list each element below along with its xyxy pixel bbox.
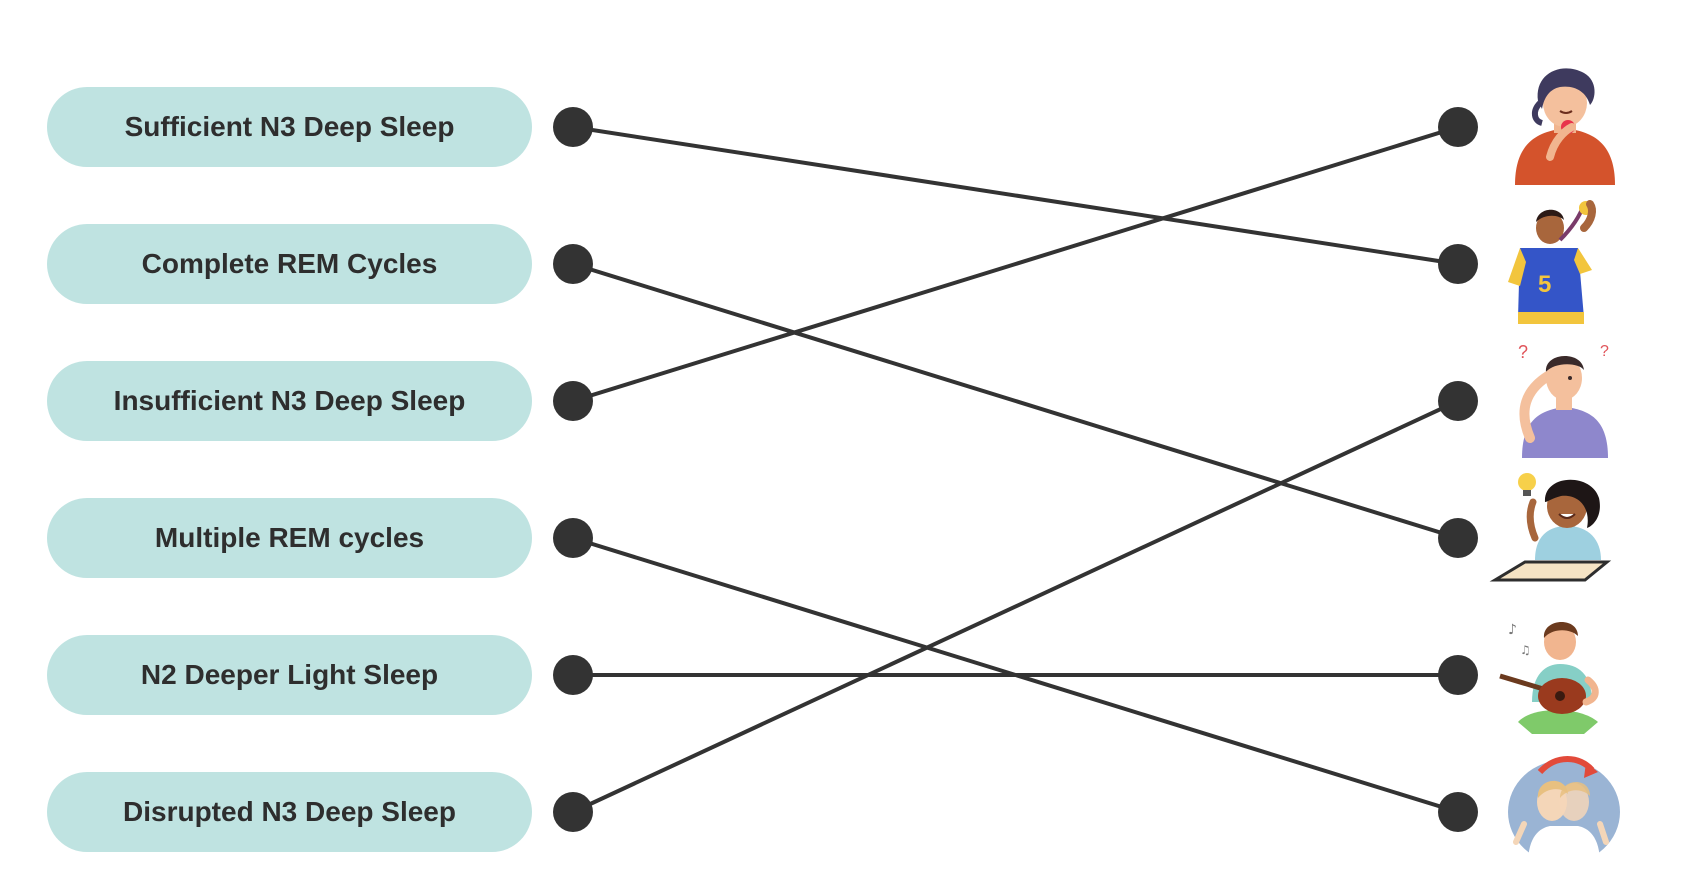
connector-dots xyxy=(553,107,1478,832)
connector-line-0 xyxy=(572,125,1459,266)
label-text: Insufficient N3 Deep Sleep xyxy=(113,385,466,416)
left-dot-5 xyxy=(553,792,593,832)
boy-playing-guitar-icon: ♪ ♫ xyxy=(1499,621,1599,734)
svg-text:♪: ♪ xyxy=(1508,622,1517,638)
label-disrupted-n3: Disrupted N3 Deep Sleep xyxy=(47,772,532,852)
right-dot-5 xyxy=(1438,792,1478,832)
label-insufficient-n3: Insufficient N3 Deep Sleep xyxy=(47,361,532,441)
svg-text:?: ? xyxy=(1518,342,1528,362)
right-dot-2 xyxy=(1438,381,1478,421)
left-dot-1 xyxy=(553,244,593,284)
svg-text:♫: ♫ xyxy=(1520,643,1531,657)
double-vision-dizzy-icon xyxy=(1508,756,1620,864)
left-dot-0 xyxy=(553,107,593,147)
label-complete-rem: Complete REM Cycles xyxy=(47,224,532,304)
connector-lines xyxy=(572,125,1459,814)
girl-with-idea-studying-icon xyxy=(1489,473,1612,582)
left-dot-3 xyxy=(553,518,593,558)
svg-text:5: 5 xyxy=(1538,271,1551,298)
label-text: Sufficient N3 Deep Sleep xyxy=(124,111,455,142)
label-text: N2 Deeper Light Sleep xyxy=(140,659,439,690)
left-dot-2 xyxy=(553,381,593,421)
connector-line-1 xyxy=(572,262,1459,540)
label-multiple-rem: Multiple REM cycles xyxy=(47,498,532,578)
label-text: Disrupted N3 Deep Sleep xyxy=(123,796,456,827)
connector-line-2 xyxy=(572,125,1459,403)
label-n2-light-sleep: N2 Deeper Light Sleep xyxy=(47,635,532,715)
right-dot-0 xyxy=(1438,107,1478,147)
confused-person-icon: ? ? xyxy=(1518,342,1609,458)
connector-line-5 xyxy=(572,399,1459,814)
right-dot-4 xyxy=(1438,655,1478,695)
label-text: Multiple REM cycles xyxy=(154,522,425,553)
svg-text:?: ? xyxy=(1600,343,1609,360)
left-dot-4 xyxy=(553,655,593,695)
right-dot-3 xyxy=(1438,518,1478,558)
athlete-with-medal-icon: 5 xyxy=(1508,200,1596,324)
label-sufficient-n3: Sufficient N3 Deep Sleep xyxy=(47,87,532,167)
right-dot-1 xyxy=(1438,244,1478,284)
woman-sore-throat-icon xyxy=(1515,68,1615,185)
label-text: Complete REM Cycles xyxy=(141,248,438,279)
